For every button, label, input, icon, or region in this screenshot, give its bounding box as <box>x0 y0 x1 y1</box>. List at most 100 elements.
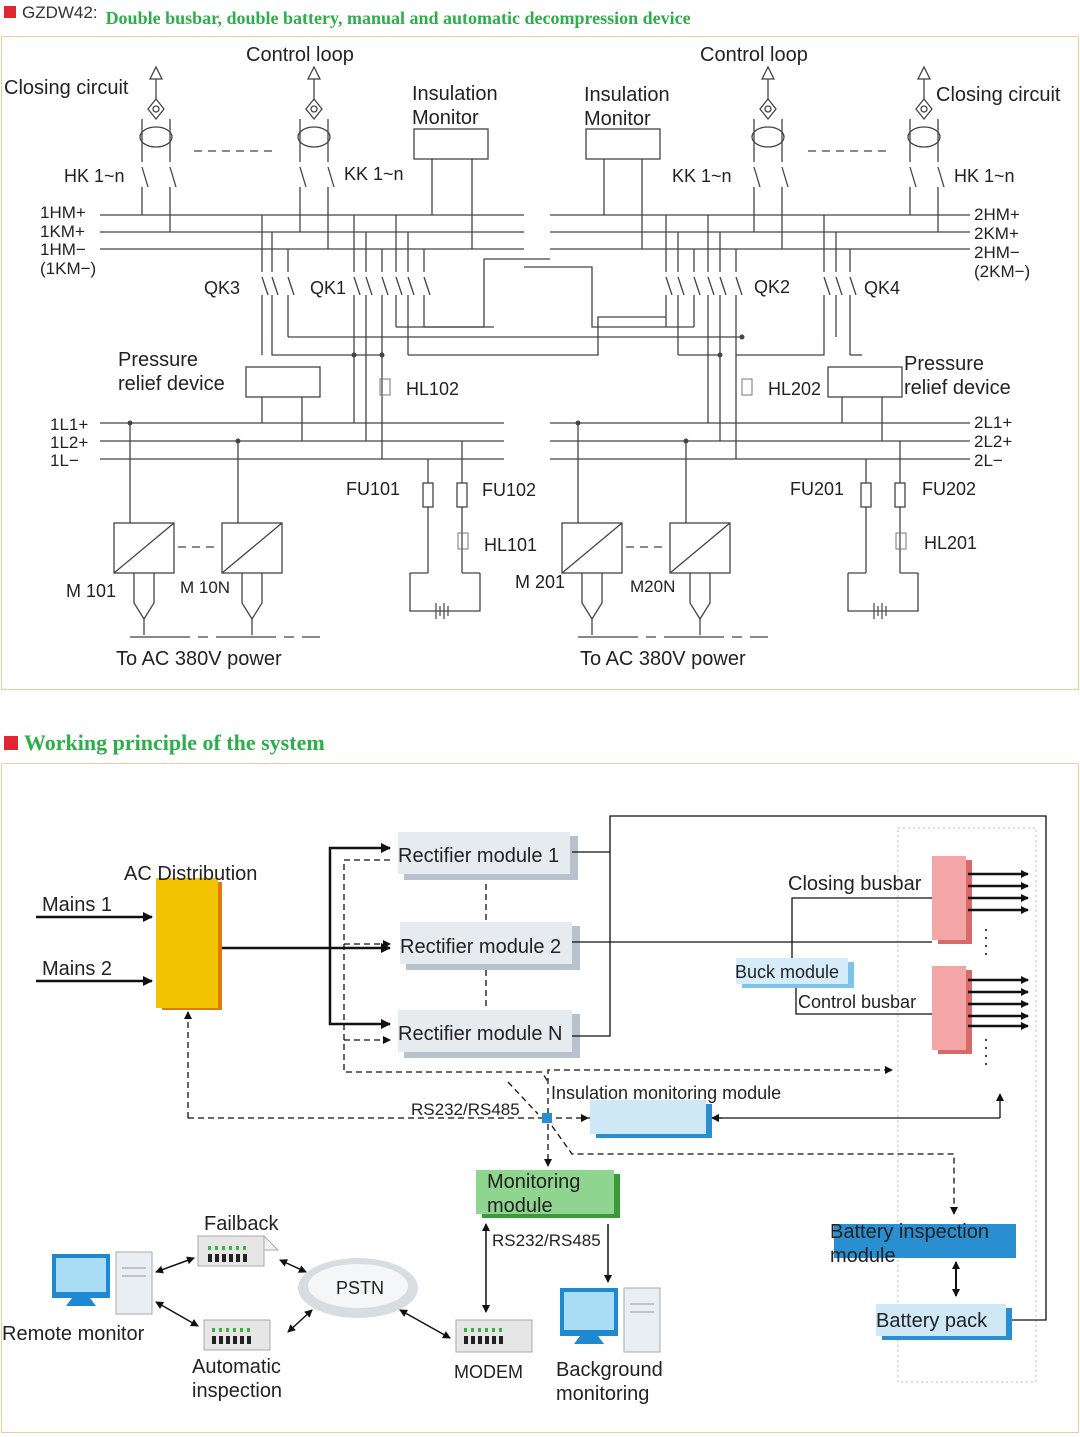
insulation-monitoring-block <box>590 1100 712 1138</box>
hl101-label: HL101 <box>484 535 537 555</box>
battery-pack-block <box>876 1304 1012 1340</box>
system-panel: AC Distribution Mains 1 Mains 2 Rectifie… <box>1 763 1079 1433</box>
m20n-label: M20N <box>630 577 675 596</box>
system-diagram: AC Distribution Mains 1 Mains 2 Rectifie… <box>2 815 1047 1405</box>
monitoring-module-line1: Monitoring <box>487 1171 580 1193</box>
bus-2km-plus: 2KM+ <box>974 224 1019 243</box>
hl201-label: HL201 <box>924 533 977 553</box>
section-title: Working principle of the system <box>4 730 325 756</box>
kk-left-label: KK 1~n <box>344 164 404 184</box>
rectifier-module-1 <box>398 832 578 880</box>
rs-label-2: RS232/RS485 <box>492 1231 601 1250</box>
battery-pack-label: Battery pack <box>876 1310 988 1332</box>
buck-module-label: Buck module <box>735 962 839 982</box>
background-monitoring-line2: monitoring <box>556 1383 649 1405</box>
control-busbar-label: Control busbar <box>798 992 916 1012</box>
battery-inspection-line2: module <box>830 1245 896 1267</box>
remote-monitor-label: Remote monitor <box>2 1323 145 1345</box>
pressure-left-line1: Pressure <box>118 349 198 371</box>
circuit-diagram: Closing circuit Control loop Control loo… <box>4 44 1061 670</box>
closing-busbar-label: Closing busbar <box>788 873 922 895</box>
rectifier-module-n <box>398 1010 580 1058</box>
m201-label: M 201 <box>515 572 565 592</box>
section-title-text: Working principle of the system <box>24 730 325 755</box>
insulation-monitor-left-line1: Insulation <box>412 83 498 105</box>
pressure-right-line1: Pressure <box>904 353 984 375</box>
hl102-label: HL102 <box>406 379 459 399</box>
closing-branch-right <box>907 65 945 232</box>
control-branch-left <box>297 65 335 249</box>
fu202-label: FU202 <box>922 479 976 499</box>
red-square-icon <box>4 736 18 750</box>
qk-switches-left <box>261 215 431 459</box>
ac-power-right-label: To AC 380V power <box>580 648 746 670</box>
bus-1l1-plus: 1L1+ <box>50 415 88 434</box>
monitoring-module-line2: module <box>487 1195 553 1217</box>
bus-2hm-minus: 2HM− <box>974 243 1020 262</box>
monitoring-module-block <box>476 1170 620 1218</box>
bus-2l-minus: 2L− <box>974 451 1003 470</box>
background-monitoring-line1: Background <box>556 1359 663 1381</box>
rectifier-module-n-label: Rectifier module N <box>398 1023 563 1045</box>
hl-indicator-icons <box>379 378 907 550</box>
battery-inspection-line1: Battery inspection <box>830 1221 989 1243</box>
kk-right-label: KK 1~n <box>672 166 732 186</box>
pressure-left-line2: relief device <box>118 373 225 395</box>
qk1-label: QK1 <box>310 278 346 298</box>
ac-power-left-label: To AC 380V power <box>116 648 282 670</box>
background-monitor-computer-icon <box>560 1287 661 1353</box>
fu101-label: FU101 <box>346 479 400 499</box>
control-busbar-block <box>932 966 972 1054</box>
fu102-label: FU102 <box>482 480 536 500</box>
bus-2l2-plus: 2L2+ <box>974 432 1012 451</box>
insulation-monitoring-label: Insulation monitoring module <box>551 1083 781 1103</box>
red-square-icon <box>4 6 16 18</box>
rectifier-module-1-label: Rectifier module 1 <box>398 845 559 867</box>
auto-inspection-line2: inspection <box>192 1380 282 1402</box>
rectifier-module-2-label: Rectifier module 2 <box>400 936 561 958</box>
bus-1l2-plus: 1L2+ <box>50 433 88 452</box>
m101-label: M 101 <box>66 581 116 601</box>
buck-module <box>736 958 854 988</box>
control-loop-left-label: Control loop <box>246 44 354 66</box>
circuit-panel: Closing circuit Control loop Control loo… <box>1 36 1079 690</box>
hl202-label: HL202 <box>768 379 821 399</box>
model-label: GZDW42: <box>22 3 98 22</box>
mains2-label: Mains 2 <box>42 958 112 980</box>
pstn-cloud-icon <box>298 1258 418 1318</box>
hk-right-label: HK 1~n <box>954 166 1015 186</box>
rs-label-1: RS232/RS485 <box>411 1100 520 1119</box>
modem-icon <box>455 1319 533 1353</box>
ac-distribution-block <box>156 878 222 1010</box>
busbar-region <box>897 827 1037 1383</box>
battery-icon-right <box>873 603 887 619</box>
hk-left-label: HK 1~n <box>64 166 125 186</box>
auto-inspection-line1: Automatic <box>192 1356 281 1378</box>
qk2-label: QK2 <box>754 277 790 297</box>
closing-circuit-right-label: Closing circuit <box>936 84 1061 106</box>
pressure-right-line2: relief device <box>904 377 1011 399</box>
bus-1km-minus: (1KM−) <box>40 259 96 278</box>
rectifier-module-2 <box>400 922 580 970</box>
closing-busbar-block <box>932 856 972 944</box>
closing-branch-left <box>139 65 177 232</box>
bus-2km-minus: (2KM−) <box>974 262 1030 281</box>
ac-distribution-label: AC Distribution <box>124 863 257 885</box>
bus-2hm-plus: 2HM+ <box>974 205 1020 224</box>
bus-1hm-plus: 1HM+ <box>40 203 86 222</box>
header: GZDW42: Double busbar, double battery, m… <box>4 2 691 28</box>
bus-1l-minus: 1L− <box>50 451 79 470</box>
remote-monitor-computer-icon <box>52 1251 153 1315</box>
junction-node <box>542 1113 552 1123</box>
control-loop-right-label: Control loop <box>700 44 808 66</box>
bus-1km-plus: 1KM+ <box>40 222 85 241</box>
qk4-label: QK4 <box>864 278 900 298</box>
fu201-label: FU201 <box>790 479 844 499</box>
insulation-monitor-right-line1: Insulation <box>584 84 670 106</box>
pstn-label: PSTN <box>336 1278 384 1298</box>
page-title: Double busbar, double battery, manual an… <box>105 8 691 28</box>
battery-icon-left <box>435 603 449 619</box>
failback-label: Failback <box>204 1213 279 1235</box>
insulation-monitor-right-line2: Monitor <box>584 108 651 130</box>
bus-2l1-plus: 2L1+ <box>974 413 1012 432</box>
